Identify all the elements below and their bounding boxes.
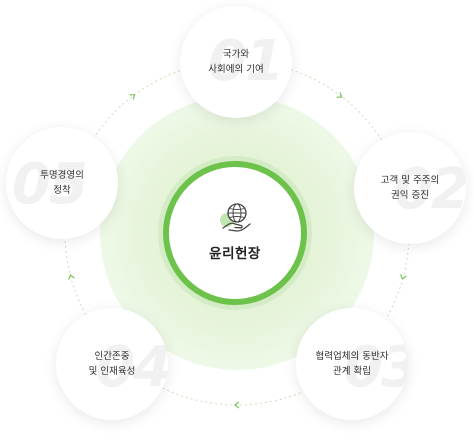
item-number: 05 <box>12 152 88 217</box>
item-label: 인간존중 및 인재육성 <box>89 349 136 379</box>
item-partner-relationship: 03 협력업체의 동반자 관계 확립 <box>296 308 408 420</box>
item-national-contribution: 01 국가와 사회에의 기여 <box>180 6 292 118</box>
item-label-line: 고객 및 주주의 <box>380 175 440 186</box>
item-number: 01 <box>208 29 284 94</box>
item-label-line: 권익 증진 <box>391 190 429 201</box>
item-label: 고객 및 주주의 권익 증진 <box>381 173 439 203</box>
item-label-line: 사회에의 기여 <box>208 64 264 75</box>
item-label-line: 정착 <box>53 185 71 196</box>
item-label: 투명경영의 정착 <box>40 168 84 198</box>
item-human-respect: 04 인간존중 및 인재육성 <box>56 308 168 420</box>
orbit-arrow-icon <box>129 94 136 100</box>
orbit-arrow-icon <box>234 401 240 409</box>
item-label-line: 국가와 <box>222 49 250 60</box>
item-label-line: 협력업체의 동반자 <box>315 351 389 362</box>
item-customer-shareholder-rights: 02 고객 및 주주의 권익 증진 <box>354 132 466 244</box>
ethics-globe-hand-icon <box>220 203 251 232</box>
item-transparent-management: 05 투명경영의 정착 <box>6 127 118 239</box>
item-label-line: 투명경영의 <box>40 170 84 181</box>
orbit-arrow-icon <box>400 274 407 280</box>
item-label: 협력업체의 동반자 관계 확립 <box>316 349 389 379</box>
item-number: 02 <box>394 157 466 222</box>
item-number: 04 <box>96 335 168 400</box>
item-label-line: 및 인재육성 <box>88 366 136 377</box>
item-number: 03 <box>344 335 408 400</box>
center-title: 윤리헌장 <box>209 246 261 262</box>
center-ethics-charter: 윤리헌장 <box>163 161 307 305</box>
orbit-arrow-icon <box>336 92 343 98</box>
item-label-line: 인간존중 <box>94 351 130 362</box>
item-label-line: 관계 확립 <box>333 366 371 377</box>
item-label: 국가와 사회에의 기여 <box>208 47 263 77</box>
orbit-arrow-icon <box>68 274 75 280</box>
